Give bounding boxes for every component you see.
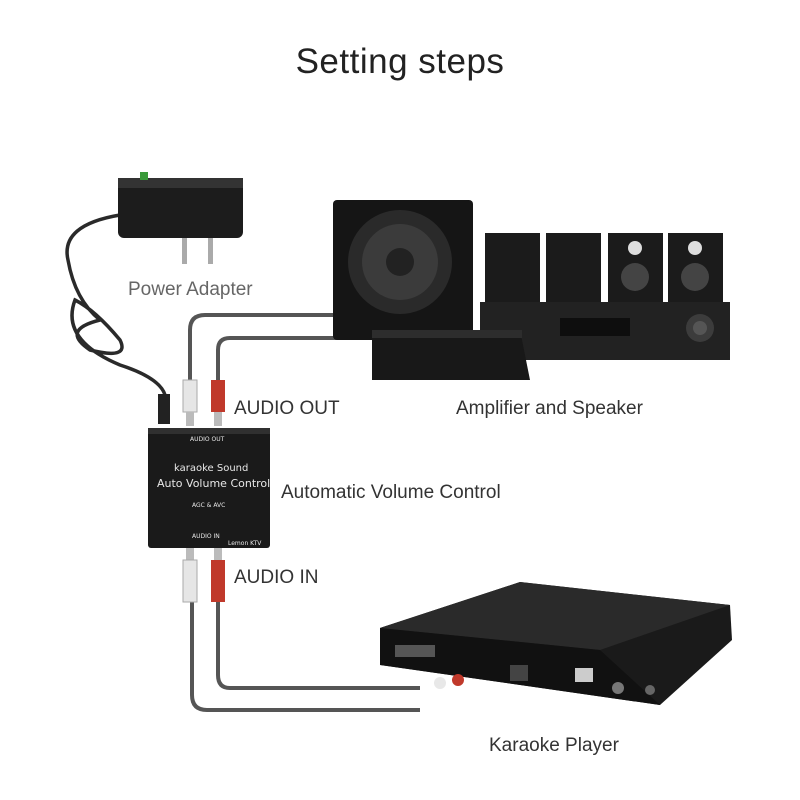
power-cord: [65, 213, 167, 396]
device-port-audio-out: AUDIO OUT: [190, 436, 225, 443]
karaoke-player-icon: [380, 582, 732, 705]
power-adapter-icon: [118, 172, 243, 264]
page-title: Setting steps: [295, 42, 505, 81]
wire-from-player-2: [216, 600, 420, 690]
dc-plug: [158, 394, 170, 424]
wire-to-amplifier-2: [216, 336, 375, 395]
label-karaoke-player: Karaoke Player: [489, 735, 619, 756]
device-port-audio-in: AUDIO IN: [192, 533, 220, 540]
rca-plugs-audio-out: [182, 379, 225, 426]
device-line-auto-volume-control: Auto Volume Control: [157, 477, 271, 490]
label-audio-in: AUDIO IN: [234, 567, 319, 588]
wire-to-amplifier: [188, 313, 345, 395]
label-automatic-volume-control: Automatic Volume Control: [281, 482, 501, 503]
device-brand: Lemon KTV: [228, 540, 262, 547]
wire-from-player: [190, 600, 420, 712]
subwoofer-icon: [333, 200, 473, 340]
rca-plugs-audio-in: [182, 548, 225, 603]
device-line-karaoke-sound: karaoke Sound: [174, 463, 249, 474]
center-speaker-icon: [372, 330, 530, 380]
device-line-agc-avc: AGC & AVC: [192, 502, 226, 509]
label-power-adapter: Power Adapter: [128, 279, 253, 300]
bookshelf-speakers-icon: [485, 233, 723, 303]
label-audio-out: AUDIO OUT: [234, 398, 340, 419]
label-amplifier-speaker: Amplifier and Speaker: [456, 398, 643, 419]
avc-device-body: [148, 428, 270, 548]
